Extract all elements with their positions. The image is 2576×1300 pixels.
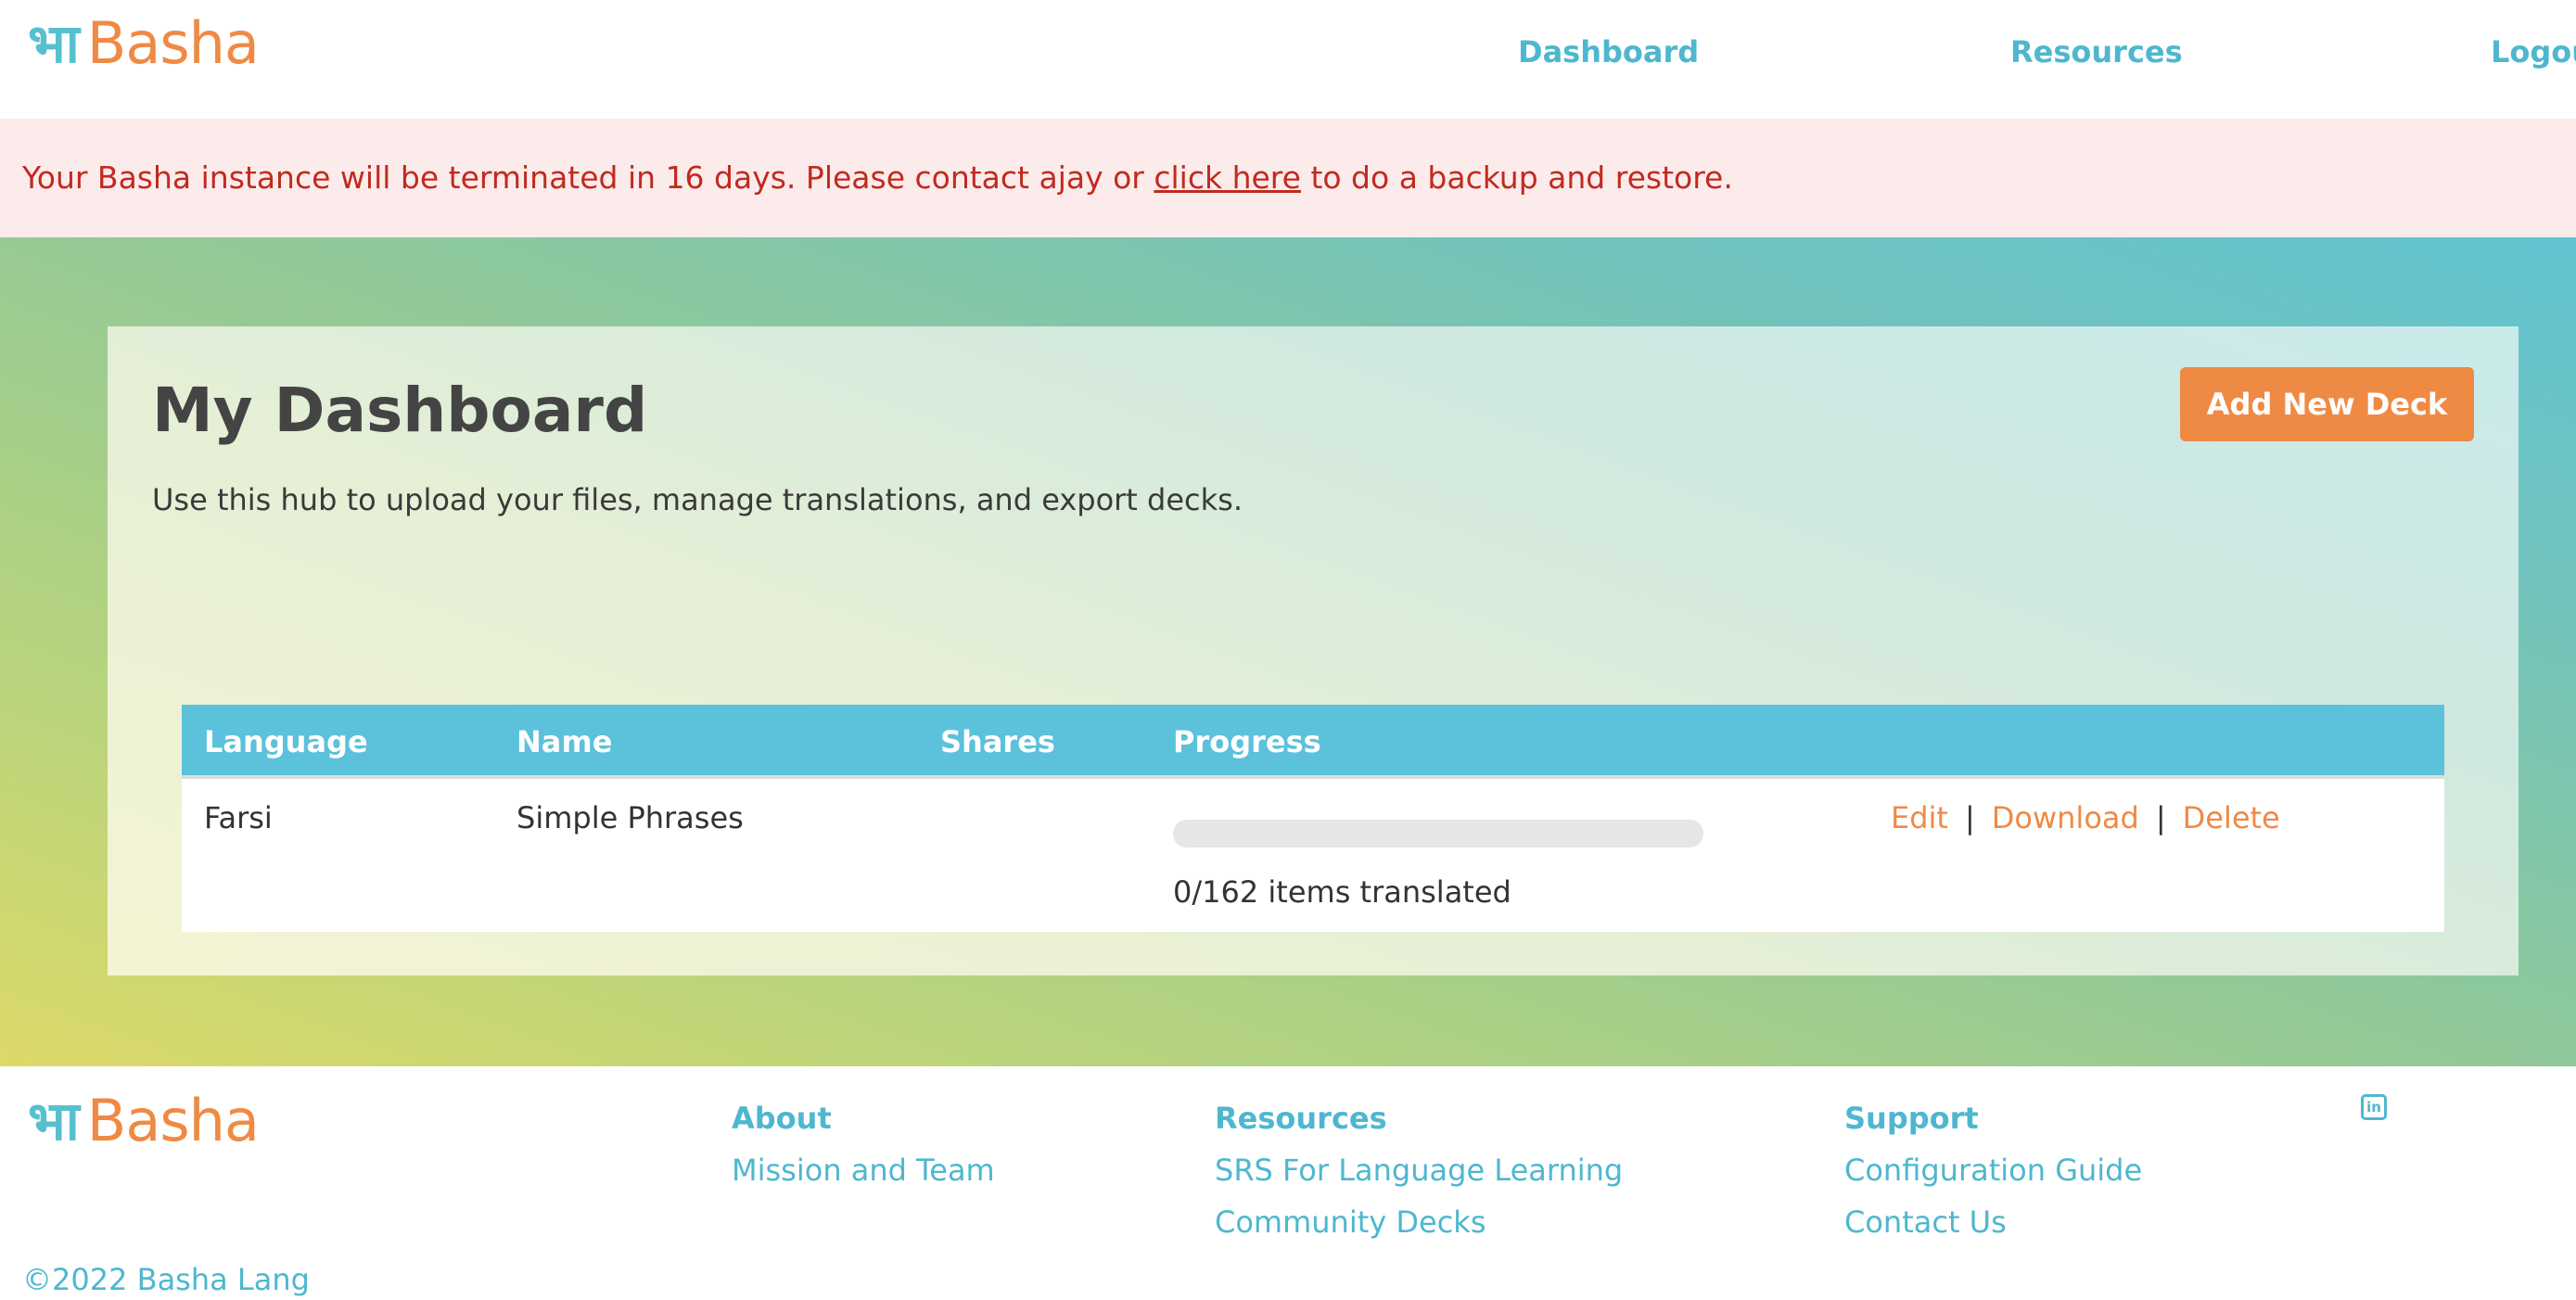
action-separator: | [2155,800,2166,835]
footer-link-contact-us[interactable]: Contact Us [1844,1204,2007,1240]
copyright-text: ©2022 Basha Lang [22,1262,310,1297]
download-link[interactable]: Download [1991,800,2139,835]
footer-heading-resources: Resources [1215,1101,1387,1136]
logo-glyph: भा [28,1090,80,1153]
page-subtitle: Use this hub to upload your files, manag… [152,482,1243,517]
header-progress: Progress [1173,724,1321,759]
termination-alert-banner: Your Basha instance will be terminated i… [0,119,2576,237]
cell-name: Simple Phrases [516,800,744,835]
linkedin-icon[interactable]: in [2361,1094,2387,1120]
hero-section: My Dashboard Use this hub to upload your… [0,237,2576,1066]
site-footer: भा Basha About Mission and Team Resource… [0,1066,2576,1297]
nav-dashboard-link[interactable]: Dashboard [1518,34,1700,70]
footer-heading-support: Support [1844,1101,1979,1136]
progress-text: 0/162 items translated [1173,874,1511,910]
logo-glyph: भा [28,12,80,75]
footer-basha-logo[interactable]: भा Basha [28,1087,260,1154]
basha-logo[interactable]: भा Basha [28,9,260,77]
logo-text: Basha [86,9,260,77]
alert-text-after: to do a backup and restore. [1300,159,1733,196]
top-navbar: भा Basha Dashboard Resources Logout [0,0,2576,119]
logo-text: Basha [86,1087,260,1154]
footer-link-mission-team[interactable]: Mission and Team [732,1153,995,1188]
footer-link-srs[interactable]: SRS For Language Learning [1215,1153,1624,1188]
backup-restore-link[interactable]: click here [1154,159,1301,196]
footer-link-community-decks[interactable]: Community Decks [1215,1204,1486,1240]
page-title: My Dashboard [152,375,648,446]
nav-resources-link[interactable]: Resources [2010,34,2183,70]
delete-link[interactable]: Delete [2182,800,2280,835]
nav-logout-link[interactable]: Logout [2491,34,2576,70]
action-separator: | [1964,800,1975,835]
footer-link-configuration-guide[interactable]: Configuration Guide [1844,1153,2143,1188]
progress-bar [1173,820,1703,848]
edit-link[interactable]: Edit [1891,800,1948,835]
row-actions: Edit | Download | Delete [1891,797,2280,838]
alert-text-before: Your Basha instance will be terminated i… [22,159,1154,196]
header-name: Name [516,724,613,759]
decks-table: Language Name Shares Progress Farsi Simp… [182,705,2444,932]
add-new-deck-button[interactable]: Add New Deck [2180,367,2474,441]
header-language: Language [204,724,368,759]
cell-language: Farsi [204,800,273,835]
header-shares: Shares [940,724,1055,759]
table-header: Language Name Shares Progress [182,705,2444,779]
footer-heading-about: About [732,1101,832,1136]
dashboard-card: My Dashboard Use this hub to upload your… [108,326,2519,975]
